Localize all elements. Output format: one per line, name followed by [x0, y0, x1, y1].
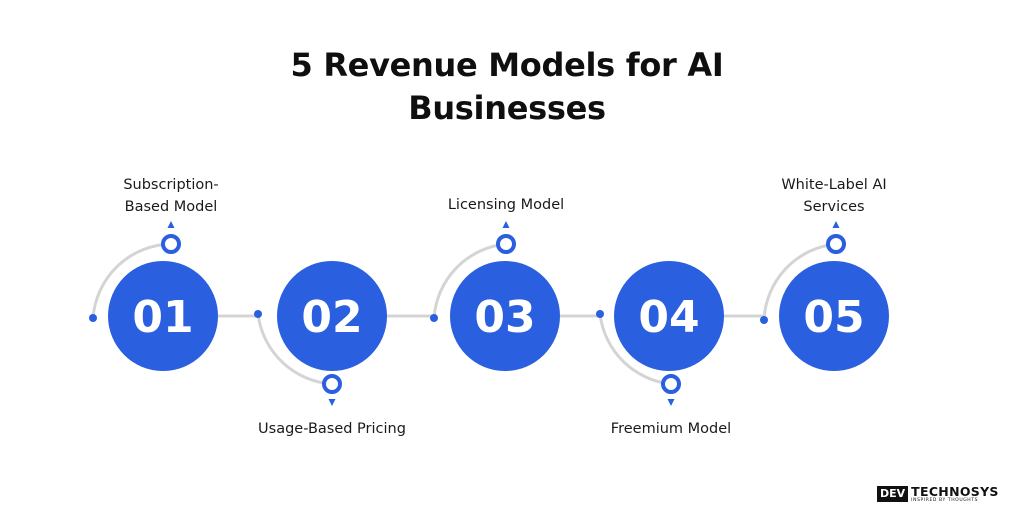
step-03-label-line-1: Licensing Model — [447, 197, 565, 213]
step-04-label: Freemium Model — [586, 418, 756, 440]
step-02 — [254, 261, 387, 406]
step-04 — [596, 261, 724, 406]
step-05-label-line-1: White-Label AI — [781, 177, 887, 193]
step-05 — [760, 221, 889, 371]
step-02-arrow-icon — [328, 399, 336, 406]
step-05-label: White-Label AI Services — [749, 174, 919, 218]
step-02-circle — [277, 261, 387, 371]
step-01-label: Subscription- Based Model — [86, 174, 256, 218]
brand-logo: DEV TECHNOSYS INSPIRED BY THOUGHTS — [877, 485, 999, 503]
step-01-arc — [91, 242, 172, 319]
title-line-1: 5 Revenue Models for AI — [290, 46, 724, 84]
step-01 — [89, 221, 218, 371]
step-01-number: 01 — [132, 292, 193, 343]
logo-text: TECHNOSYS INSPIRED BY THOUGHTS — [911, 483, 999, 503]
logo-box: DEV — [877, 486, 909, 502]
step-04-number: 04 — [638, 292, 699, 343]
step-01-circle — [108, 261, 218, 371]
step-03-arrow-icon — [502, 221, 510, 228]
step-02-label-line-1: Usage-Based Pricing — [258, 421, 406, 437]
step-02-number: 02 — [301, 292, 362, 343]
step-02-arc — [256, 313, 333, 386]
step-01-start-dot — [89, 314, 97, 322]
step-03-label: Licensing Model — [421, 194, 591, 216]
step-05-ring-icon — [826, 234, 846, 254]
step-04-start-dot — [596, 310, 604, 318]
step-03-circle — [450, 261, 560, 371]
step-03-start-dot — [430, 314, 438, 322]
step-05-circle — [779, 261, 889, 371]
step-03-number: 03 — [474, 292, 535, 343]
step-04-ring-icon — [661, 374, 681, 394]
step-04-arc — [598, 313, 672, 386]
step-01-label-line-1: Subscription- — [123, 177, 219, 193]
title-line-2: Businesses — [408, 89, 606, 127]
step-05-label-line-2: Services — [803, 199, 865, 215]
step-05-arrow-icon — [832, 221, 840, 228]
step-01-ring-icon — [161, 234, 181, 254]
step-01-label-line-2: Based Model — [124, 199, 218, 215]
step-04-circle — [614, 261, 724, 371]
step-05-arc — [762, 242, 837, 321]
page-title: 5 Revenue Models for AI Businesses — [0, 44, 1014, 130]
step-05-number: 05 — [803, 292, 864, 343]
step-04-arrow-icon — [667, 399, 675, 406]
step-04-label-line-1: Freemium Model — [610, 421, 732, 437]
logo-main-text: TECHNOSYS — [911, 483, 999, 499]
step-03 — [430, 221, 560, 371]
step-05-start-dot — [760, 316, 768, 324]
step-02-ring-icon — [322, 374, 342, 394]
logo-tagline: INSPIRED BY THOUGHTS — [911, 497, 979, 503]
step-03-arc — [432, 242, 507, 319]
step-03-ring-icon — [496, 234, 516, 254]
step-02-label: Usage-Based Pricing — [247, 418, 417, 440]
step-02-start-dot — [254, 310, 262, 318]
step-01-arrow-icon — [167, 221, 175, 228]
